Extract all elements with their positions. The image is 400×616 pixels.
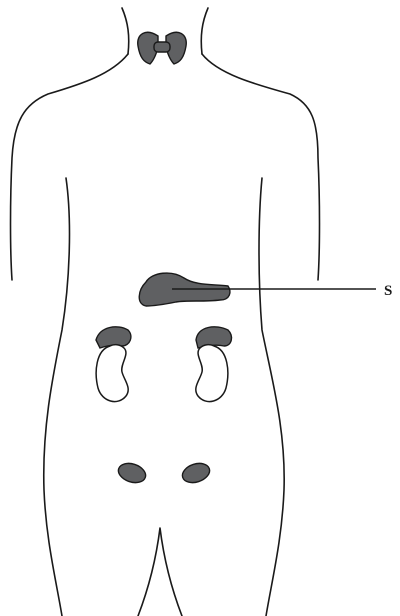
inner-legs-outline bbox=[138, 528, 182, 616]
right-ovary bbox=[180, 460, 212, 486]
right-shoulder-arm-outline bbox=[202, 54, 320, 280]
right-torso-outline bbox=[259, 178, 284, 616]
thyroid-gland bbox=[138, 32, 187, 64]
label-s: S bbox=[384, 283, 392, 299]
left-ovary bbox=[116, 460, 148, 486]
right-adrenal-gland bbox=[196, 327, 231, 348]
right-kidney bbox=[196, 345, 228, 402]
neck-right-outline bbox=[201, 8, 208, 54]
left-torso-outline bbox=[44, 178, 70, 616]
neck-left-outline bbox=[122, 8, 129, 54]
body-outline bbox=[11, 8, 320, 616]
thyroid-isthmus bbox=[154, 42, 170, 52]
left-kidney bbox=[96, 345, 128, 402]
